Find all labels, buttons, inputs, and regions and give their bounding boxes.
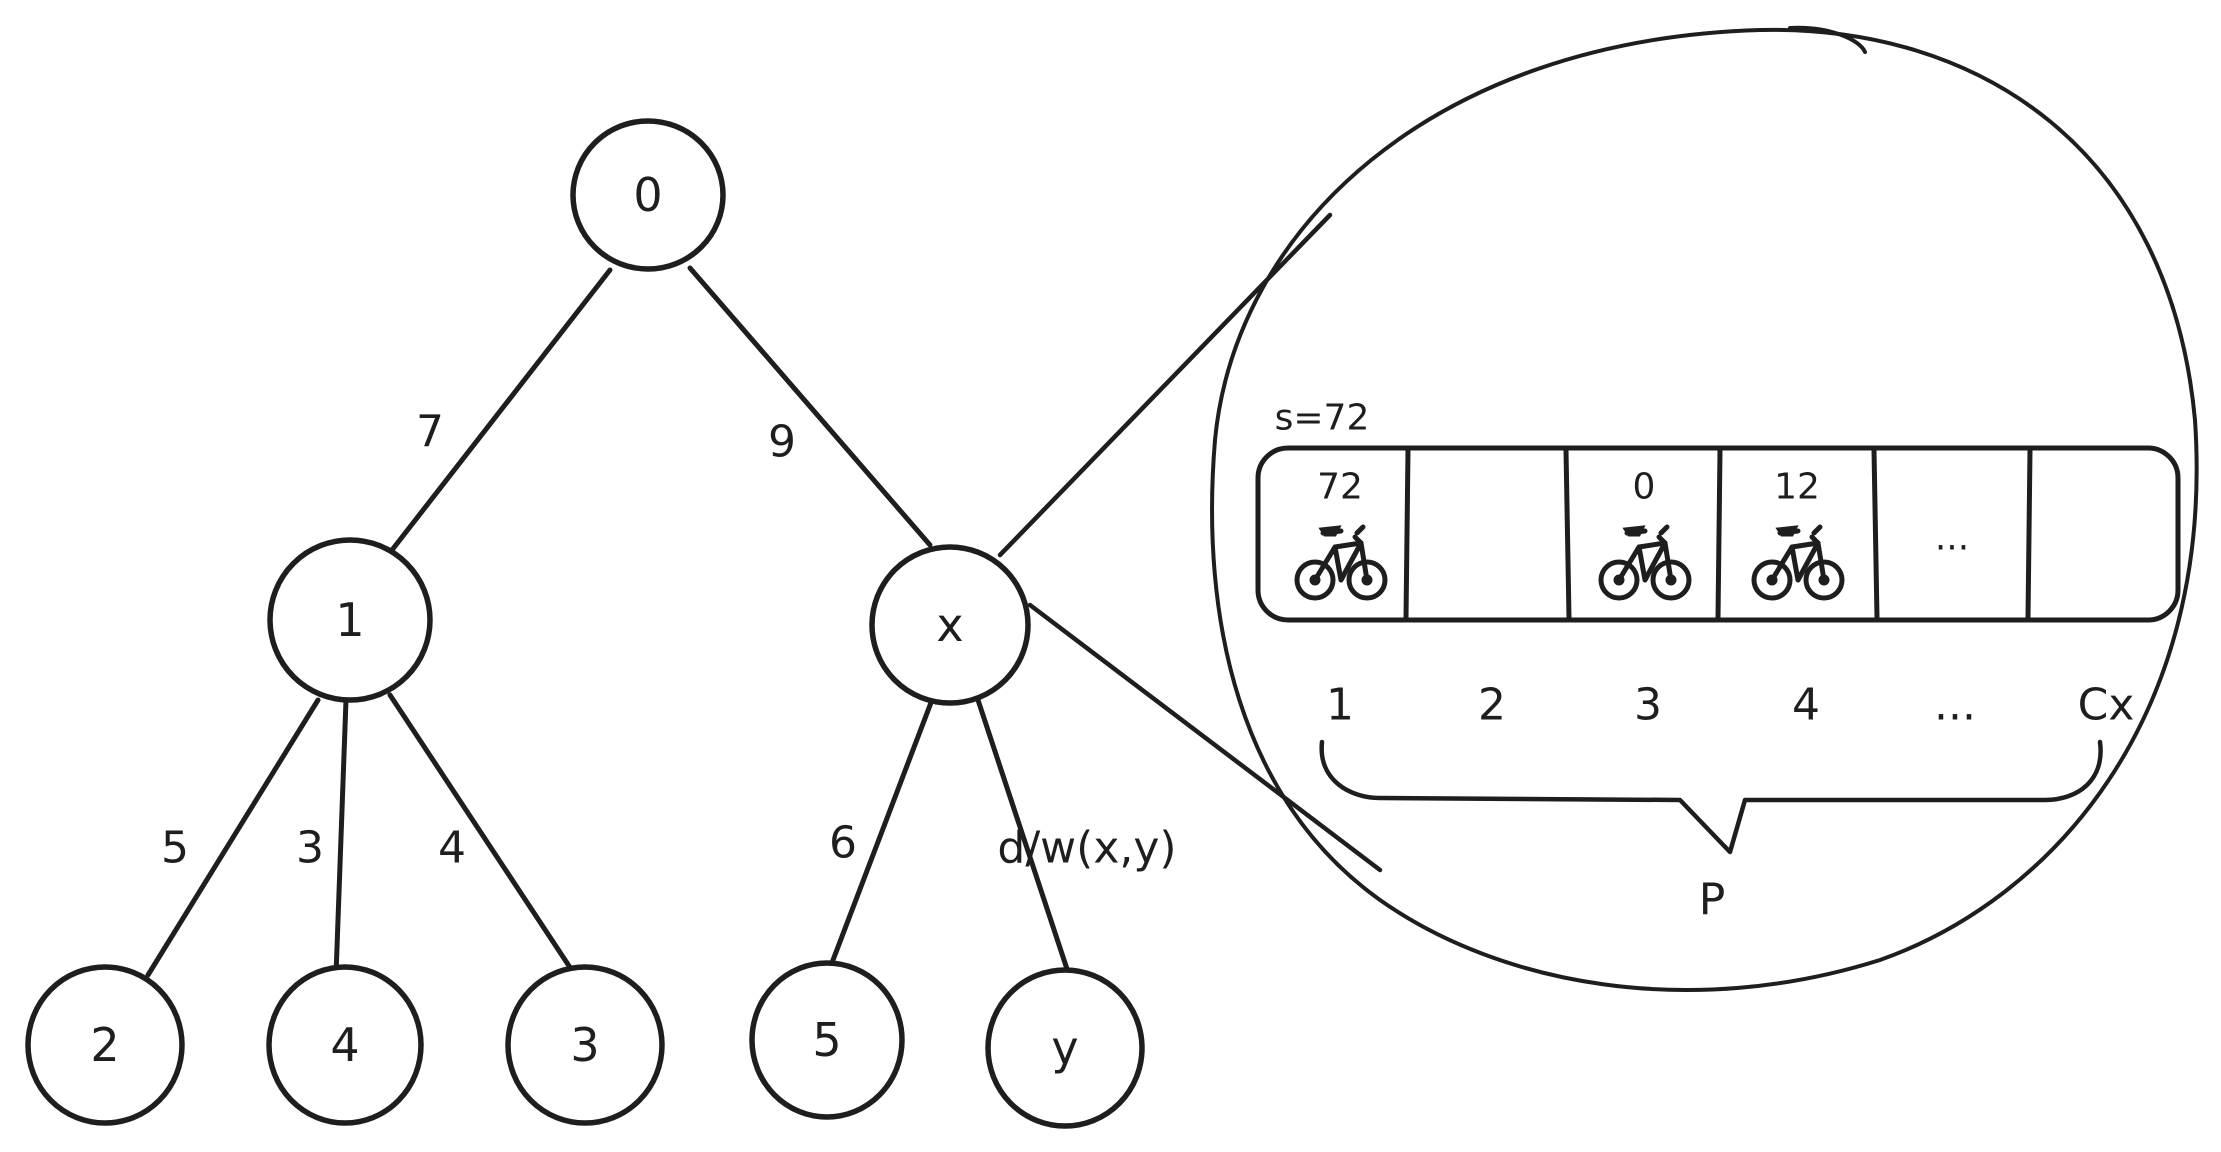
node-3: 3 <box>505 964 665 1126</box>
slot-index: 1 <box>1326 680 1354 731</box>
svg-text:5: 5 <box>812 1013 841 1067</box>
edge-label-1-2: 5 <box>161 823 189 874</box>
node-x: x <box>869 544 1031 706</box>
edge-label-x-5: 6 <box>829 818 857 869</box>
svg-text:y: y <box>1051 1021 1078 1075</box>
brace-label: P <box>1699 875 1726 926</box>
bike-icon <box>1751 524 1845 601</box>
slot-value: 12 <box>1774 467 1820 508</box>
svg-text:4: 4 <box>330 1018 359 1072</box>
slot-divider <box>1715 447 1723 621</box>
zoom-connector-top <box>997 212 1333 558</box>
node-y: y <box>985 967 1145 1129</box>
slot-value: 72 <box>1317 467 1363 508</box>
svg-text:2: 2 <box>90 1018 119 1072</box>
slot-divider <box>2025 447 2033 621</box>
slot-indices: 1 2 3 4... Cx <box>1326 680 2134 731</box>
edge-labels: 7 9 5 3 4 6 d/w(x,y) <box>161 407 1177 874</box>
edge-1-2 <box>145 697 321 978</box>
edge-label-1-4: 3 <box>296 823 324 874</box>
edge-label-x-y: d/w(x,y) <box>997 823 1176 874</box>
edge-0-x <box>687 265 933 548</box>
zoom-connector-bottom <box>1027 602 1383 873</box>
slot-value: 0 <box>1633 467 1656 508</box>
node-2: 2 <box>25 964 185 1126</box>
edge-0-1 <box>389 267 613 553</box>
slot-divider <box>1871 447 1880 621</box>
svg-text:1: 1 <box>335 593 364 647</box>
node-5: 5 <box>749 960 905 1120</box>
zoom-circle-overstroke <box>1788 25 1867 54</box>
slot-brace <box>1319 739 2103 855</box>
svg-text:3: 3 <box>570 1018 599 1072</box>
node-4: 4 <box>266 964 424 1126</box>
bike-icon <box>1598 524 1692 601</box>
slot-index: ... <box>1934 680 1976 731</box>
edge-label-0-1: 7 <box>416 407 444 458</box>
tree-nodes: 0 1 x 2 4 3 5 y <box>25 118 1145 1129</box>
tree-edges <box>145 265 1071 978</box>
zoom-magnifier <box>997 25 2199 992</box>
slot-divider <box>1403 447 1411 621</box>
s-label: s=72 <box>1275 398 1370 439</box>
edge-1-4 <box>333 697 349 978</box>
edge-x-5 <box>827 697 935 971</box>
slot-contents: 72 0 12... <box>1294 467 1969 601</box>
edge-label-1-3: 4 <box>438 823 466 874</box>
slot-index: 4 <box>1792 680 1820 731</box>
zoom-circle <box>1210 27 2199 992</box>
slot-ellipsis: ... <box>1935 518 1969 559</box>
slot-index: Cx <box>2078 680 2135 731</box>
svg-text:0: 0 <box>633 168 662 222</box>
slot-divider <box>1563 447 1572 621</box>
slot-dividers <box>1403 447 2033 621</box>
slot-index: 2 <box>1478 680 1506 731</box>
node-1: 1 <box>267 537 433 703</box>
edge-1-3 <box>387 692 578 978</box>
edge-x-y <box>975 697 1071 975</box>
edge-label-0-x: 9 <box>768 417 796 468</box>
bike-icon <box>1294 524 1388 601</box>
svg-text:x: x <box>936 598 963 652</box>
node-0: 0 <box>570 118 726 272</box>
slot-index: 3 <box>1634 680 1662 731</box>
